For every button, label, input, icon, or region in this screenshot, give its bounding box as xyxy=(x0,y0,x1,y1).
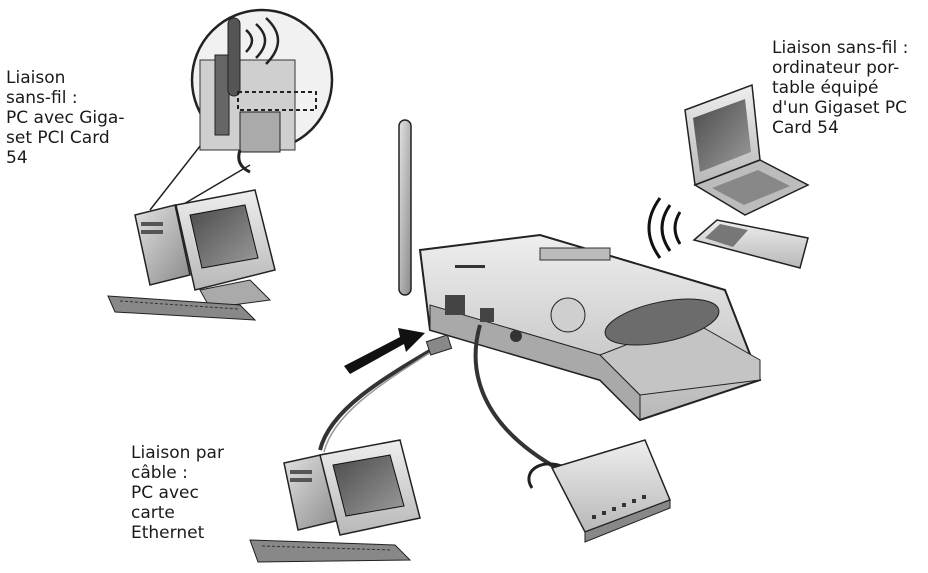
pci-card-zoom-icon xyxy=(149,8,334,219)
label-cable-pc: Liaison par câble : PC avec carte Ethern… xyxy=(131,443,224,543)
connection-arrow-icon xyxy=(344,328,425,374)
desktop-pc-cable-icon xyxy=(249,439,421,563)
notebook-icon xyxy=(684,83,810,216)
ethernet-cable xyxy=(318,324,571,489)
desktop-pc-wireless-icon xyxy=(107,189,276,321)
pc-card-icon xyxy=(692,219,809,269)
label-wireless-pci-pc: Liaison sans-fil : PC avec Giga- set PCI… xyxy=(6,68,125,168)
wireless-waves-icon xyxy=(647,197,682,259)
label-wireless-notebook: Liaison sans-fil : ordinateur por- table… xyxy=(772,38,909,138)
hub-icon xyxy=(550,439,671,543)
router-icon xyxy=(398,119,762,422)
